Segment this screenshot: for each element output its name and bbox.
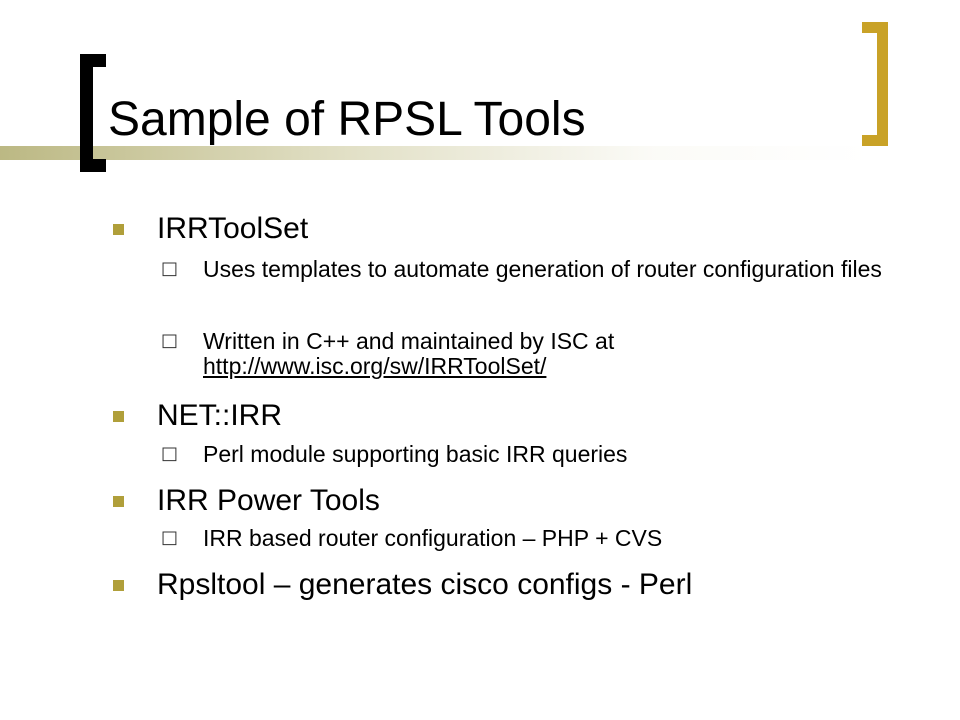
- title-underline-bar: [0, 146, 870, 160]
- sub-bullet-item: Perl module supporting basic IRR queries: [203, 441, 628, 467]
- hollow-square-bullet-icon: □: [161, 443, 179, 464]
- square-bullet-icon: [113, 411, 124, 422]
- right-bracket-decoration: [862, 22, 888, 146]
- bullet-item: IRR Power Tools: [157, 484, 380, 517]
- sub-bullet-item: Written in C++ and maintained by ISC at …: [203, 329, 843, 379]
- bullet-item: Rpsltool – generates cisco configs - Per…: [157, 568, 693, 601]
- bullet-item: NET::IRR: [157, 399, 283, 432]
- square-bullet-icon: [113, 224, 124, 235]
- sub-bullet-text: Written in C++ and maintained by ISC at: [203, 328, 615, 354]
- hollow-square-bullet-icon: □: [161, 527, 179, 548]
- square-bullet-icon: [113, 496, 124, 507]
- sub-bullet-item: IRR based router configuration – PHP + C…: [203, 525, 663, 551]
- bullet-item: IRRToolSet: [157, 212, 309, 245]
- left-bracket-decoration: [80, 54, 106, 172]
- slide-title: Sample of RPSL Tools: [108, 93, 586, 146]
- square-bullet-icon: [113, 580, 124, 591]
- sub-bullet-item: Uses templates to automate generation of…: [203, 256, 882, 282]
- hollow-square-bullet-icon: □: [161, 330, 179, 351]
- hollow-square-bullet-icon: □: [161, 258, 179, 279]
- irrtoolset-link[interactable]: http://www.isc.org/sw/IRRToolSet/: [203, 353, 547, 379]
